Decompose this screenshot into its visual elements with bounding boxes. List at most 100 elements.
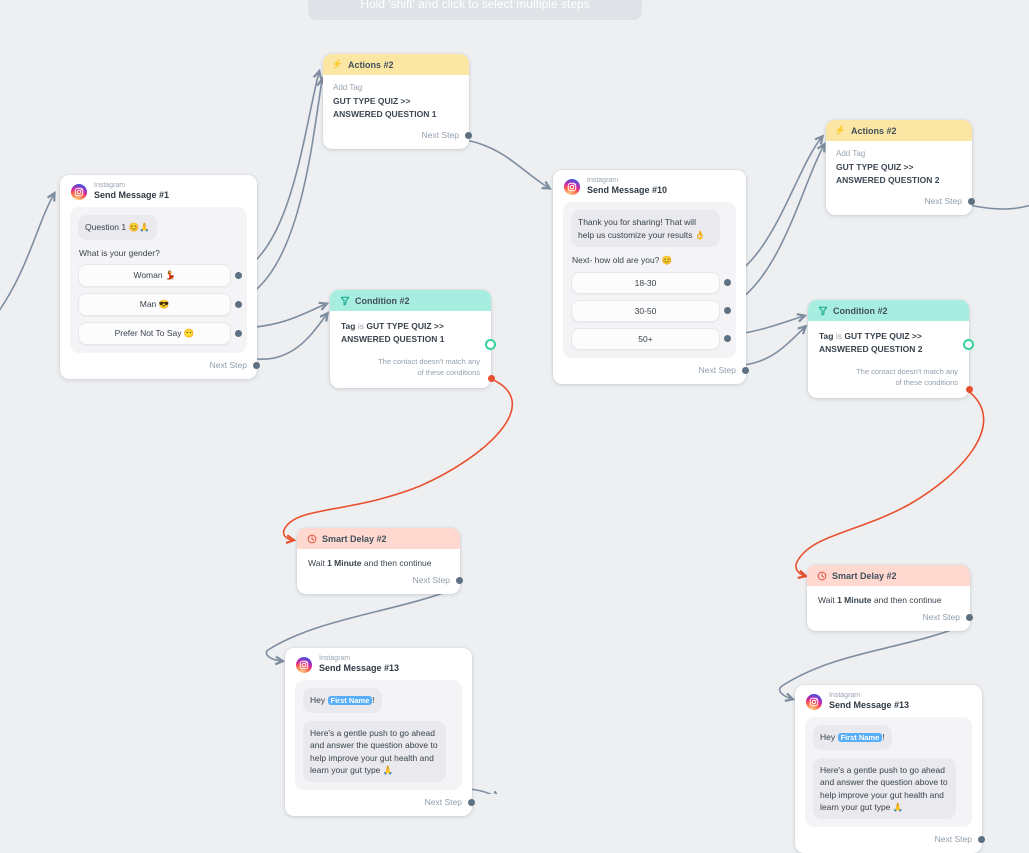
next-step-label: Next Step xyxy=(934,834,972,845)
no-match-port[interactable] xyxy=(488,375,495,382)
connector-dot[interactable] xyxy=(724,335,731,343)
rule-value: GUT TYPE QUIZ >> xyxy=(366,321,444,331)
quick-reply-button[interactable]: Prefer Not To Say 😶 xyxy=(78,321,242,345)
button-label: 50+ xyxy=(638,333,653,344)
connector-dot[interactable] xyxy=(468,799,475,807)
send-message-13-node-left[interactable]: Instagram Send Message #13 Hey First Nam… xyxy=(285,648,475,817)
send-message-13-node-right[interactable]: Instagram Send Message #13 Hey First Nam… xyxy=(795,685,985,853)
action-type-label: Add Tag xyxy=(836,149,866,158)
connector-dot[interactable] xyxy=(724,307,731,315)
delay-body: Wait 1 Minute and then continue xyxy=(308,558,432,568)
message-text: What is your gender? xyxy=(79,247,160,258)
match-port[interactable] xyxy=(963,339,974,350)
quick-reply-button[interactable]: 50+ xyxy=(571,327,731,350)
next-step-label: Next Step xyxy=(922,612,960,622)
connector-dot[interactable] xyxy=(456,577,463,584)
smart-delay-node-left[interactable]: Smart Delay #2 Wait 1 Minute and then co… xyxy=(297,528,463,594)
actions-node-right[interactable]: ⚡ Actions #2 Add Tag GUT TYPE QUIZ >> AN… xyxy=(826,120,975,215)
instagram-icon xyxy=(71,183,87,200)
message-panel: Hey First Name! Here's a gentle push to … xyxy=(295,680,462,791)
message-bubble: Hey First Name! xyxy=(813,725,892,751)
node-header[interactable]: Instagram Send Message #13 xyxy=(285,648,472,680)
quick-reply-button[interactable]: 30-50 xyxy=(571,299,731,322)
next-step-label: Next Step xyxy=(424,797,462,808)
connector-dot[interactable] xyxy=(253,361,260,369)
node-header[interactable]: Condition #2 xyxy=(808,300,969,321)
hint-banner: Hold 'shift' and click to select multipl… xyxy=(308,0,642,20)
rule-value: ANSWERED QUESTION 1 xyxy=(341,334,445,345)
filter-icon xyxy=(817,305,828,316)
connector-dot[interactable] xyxy=(742,366,749,374)
action-type-label: Add Tag xyxy=(333,83,363,92)
rule-value: GUT TYPE QUIZ >> xyxy=(844,331,922,341)
connector-dot[interactable] xyxy=(966,614,973,621)
node-title: Actions #2 xyxy=(851,125,897,136)
filter-icon xyxy=(339,295,350,306)
node-footer: Next Step xyxy=(285,790,475,816)
tag-line: ANSWERED QUESTION 1 xyxy=(333,108,437,119)
instagram-icon xyxy=(296,656,312,673)
no-match-label: The contact doesn't match any of these c… xyxy=(856,367,958,387)
first-name-chip: First Name xyxy=(837,733,883,743)
channel-label: Instagram xyxy=(319,655,351,662)
node-header[interactable]: Instagram Send Message #1 xyxy=(60,175,257,207)
message-bubble: Thank you for sharing! That will help us… xyxy=(571,210,720,247)
node-title: Send Message #1 xyxy=(94,190,170,201)
node-header[interactable]: Condition #2 xyxy=(330,290,491,311)
connection-lines-svg xyxy=(0,0,1029,794)
no-match-port[interactable] xyxy=(966,386,973,393)
quick-reply-button[interactable]: Woman 💃 xyxy=(78,263,242,287)
button-label: Woman 💃 xyxy=(133,269,176,280)
clock-icon xyxy=(816,570,827,581)
message-panel: Question 1 😊🙏 What is your gender? Woman… xyxy=(70,207,247,353)
button-label: Prefer Not To Say 😶 xyxy=(114,327,195,338)
send-message-1-node[interactable]: Instagram Send Message #1 Question 1 😊🙏 … xyxy=(60,175,260,379)
node-title: Send Message #10 xyxy=(587,185,668,196)
match-port[interactable] xyxy=(485,339,496,350)
connector-dot[interactable] xyxy=(724,279,731,287)
next-step-label: Next Step xyxy=(412,575,450,585)
node-title: Smart Delay #2 xyxy=(322,533,387,544)
connector-dot[interactable] xyxy=(235,300,242,308)
message-bubble: Here's a gentle push to go ahead and ans… xyxy=(813,758,956,820)
tag-line: GUT TYPE QUIZ >> xyxy=(333,96,411,106)
smart-delay-node-right[interactable]: Smart Delay #2 Wait 1 Minute and then co… xyxy=(807,565,973,631)
node-header[interactable]: ⚡ Actions #2 xyxy=(323,54,469,75)
message-bubble: Here's a gentle push to go ahead and ans… xyxy=(303,721,446,783)
connector-dot[interactable] xyxy=(235,271,242,279)
node-header[interactable]: Instagram Send Message #10 xyxy=(553,170,746,202)
condition-rule: Tag is GUT TYPE QUIZ >> ANSWERED QUESTIO… xyxy=(819,330,958,356)
condition-node-right[interactable]: Condition #2 Tag is GUT TYPE QUIZ >> ANS… xyxy=(808,300,974,399)
node-footer: Next Step xyxy=(60,353,260,379)
next-step-label: Next Step xyxy=(209,359,247,370)
connector-dot[interactable] xyxy=(235,329,242,337)
delay-duration: 1 Minute xyxy=(327,558,362,568)
condition-node-left[interactable]: Condition #2 Tag is GUT TYPE QUIZ >> ANS… xyxy=(330,290,496,389)
channel-label: Instagram xyxy=(587,177,619,184)
no-match-label: The contact doesn't match any of these c… xyxy=(378,357,480,377)
node-footer: Next Step xyxy=(323,123,472,149)
tag-line: ANSWERED QUESTION 2 xyxy=(836,174,940,185)
quick-reply-button[interactable]: Man 😎 xyxy=(78,292,242,316)
actions-node-left[interactable]: ⚡ Actions #2 Add Tag GUT TYPE QUIZ >> AN… xyxy=(323,54,472,149)
connector-dot[interactable] xyxy=(465,131,472,139)
tag-line: GUT TYPE QUIZ >> xyxy=(836,162,914,172)
node-header[interactable]: Instagram Send Message #13 xyxy=(795,685,982,717)
node-header[interactable]: Smart Delay #2 xyxy=(807,565,970,586)
node-header[interactable]: Smart Delay #2 xyxy=(297,528,460,549)
message-bubble: Question 1 😊🙏 xyxy=(78,215,157,240)
connector-dot[interactable] xyxy=(968,197,975,205)
button-label: 18-30 xyxy=(634,277,657,288)
quick-reply-button[interactable]: 18-30 xyxy=(571,271,731,294)
connector-dot[interactable] xyxy=(978,836,985,844)
next-step-label: Next Step xyxy=(421,129,459,140)
button-label: Man 😎 xyxy=(139,298,170,309)
node-header[interactable]: ⚡ Actions #2 xyxy=(826,120,972,141)
send-message-10-node[interactable]: Instagram Send Message #10 Thank you for… xyxy=(553,170,749,384)
hint-text: Hold 'shift' and click to select multipl… xyxy=(360,0,590,11)
bolt-icon: ⚡ xyxy=(331,59,344,69)
rule-verb: is xyxy=(357,321,364,331)
node-footer: Next Step xyxy=(807,605,973,631)
node-footer: Next Step xyxy=(826,189,975,215)
